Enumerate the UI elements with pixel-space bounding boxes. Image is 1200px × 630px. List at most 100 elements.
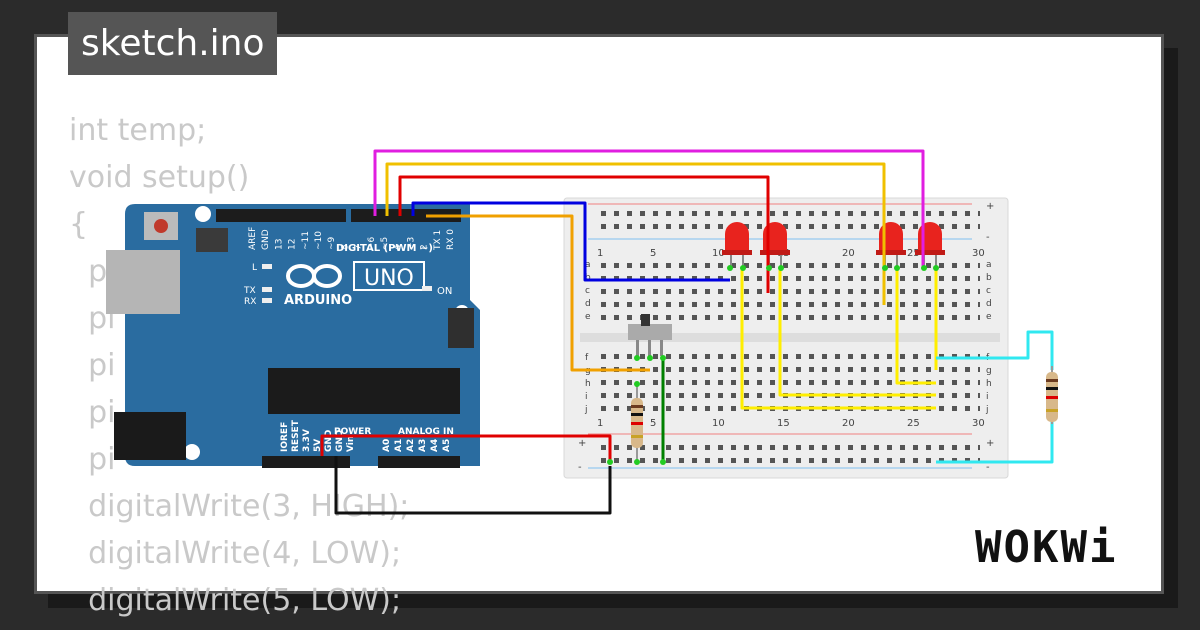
on-led-label: ON <box>437 286 452 297</box>
row-letter: e <box>585 312 591 322</box>
column-number: 30 <box>972 418 985 429</box>
top-pin-label: 12 <box>288 239 298 250</box>
rail-minus-label: - <box>986 462 990 473</box>
code-line: void setup() <box>69 160 250 195</box>
top-pin-label: ~10 <box>314 231 324 250</box>
analog-header <box>378 456 460 468</box>
analog-in-label: ANALOG IN <box>398 427 454 437</box>
bottom-pin-label: A3 <box>418 439 428 452</box>
column-number: 30 <box>972 248 985 259</box>
uno-badge <box>353 261 425 291</box>
row-letter: f <box>585 353 589 363</box>
sketch-title: sketch.ino <box>68 12 278 75</box>
top-pin-label: 2 <box>420 244 430 250</box>
bottom-pin-label: A2 <box>406 439 416 452</box>
column-number: 20 <box>842 248 855 259</box>
wire-red-power[interactable] <box>320 434 612 464</box>
top-pin-label: RX 0 <box>446 229 456 250</box>
digital-header-left <box>216 209 346 222</box>
rail-plus-label: + <box>986 201 994 212</box>
column-number: 1 <box>597 418 603 429</box>
bottom-pin-label: IOREF <box>280 422 290 452</box>
bottom-pin-label: A1 <box>394 439 404 452</box>
slide-switch[interactable] <box>628 314 672 356</box>
wire-black-ground[interactable] <box>334 456 612 515</box>
bottom-pin-label: 5V <box>313 439 323 452</box>
arduino-logo <box>286 264 342 288</box>
row-letter: i <box>585 392 588 402</box>
wire-cyan-bottom[interactable] <box>936 420 1054 464</box>
column-number: 15 <box>777 418 790 429</box>
row-letter: b <box>585 273 591 283</box>
code-line: digitalWrite(4, LOW); <box>69 536 402 571</box>
wire-red-top[interactable] <box>398 175 770 293</box>
column-number: 25 <box>907 248 920 259</box>
code-line: digitalWrite(5, LOW); <box>69 583 402 618</box>
row-letter: j <box>584 405 588 415</box>
wire-yellow-top[interactable] <box>385 162 886 305</box>
wire-magenta[interactable] <box>373 149 925 268</box>
bottom-pin-label: A4 <box>430 439 440 452</box>
power-jack <box>114 412 186 460</box>
column-number: 10 <box>712 418 725 429</box>
top-pin-label: ~9 <box>327 236 337 250</box>
row-letter: b <box>986 273 992 283</box>
top-pin-label: AREF <box>248 227 258 250</box>
rail-plus-label: + <box>578 438 586 449</box>
column-number: 10 <box>712 248 725 259</box>
top-pin-label: 7 <box>354 244 364 250</box>
arduino-brand-text: ARDUINO <box>284 293 352 308</box>
code-line: pi <box>69 348 116 383</box>
wire-blue[interactable] <box>411 201 730 282</box>
top-pin-label: 13 <box>274 239 284 250</box>
row-letter: g <box>986 366 992 376</box>
row-letter: c <box>986 286 991 296</box>
usb-connector <box>106 250 180 314</box>
power-header <box>262 456 350 468</box>
l-led-label: L <box>252 263 257 273</box>
resistor-external[interactable] <box>1046 366 1058 424</box>
rail-minus-label: - <box>986 232 990 243</box>
bottom-pin-label: 3.3V <box>302 429 312 452</box>
rail-plus-label: + <box>986 438 994 449</box>
code-line: { <box>69 207 89 242</box>
wire-cyan-top[interactable] <box>936 330 1054 370</box>
column-number: 20 <box>842 418 855 429</box>
column-number: 5 <box>650 248 656 259</box>
microcontroller-chip <box>268 368 460 414</box>
top-pin-label: ~6 <box>367 236 377 250</box>
bottom-pin-label: GND <box>324 430 334 452</box>
bottom-pin-label: A0 <box>382 439 392 452</box>
row-letter: j <box>985 405 989 415</box>
bottom-pin-label: A5 <box>442 439 452 452</box>
bottom-pin-label: GND <box>335 430 345 452</box>
resistor-breadboard[interactable] <box>631 382 643 462</box>
code-line: digitalWrite(3, HIGH); <box>69 489 410 524</box>
rx-led-label: RX <box>244 297 256 307</box>
code-line: int temp; <box>69 113 207 148</box>
code-line: pi <box>69 395 116 430</box>
wire-yellow-led2[interactable] <box>778 268 936 397</box>
row-letter: a <box>585 260 591 270</box>
bottom-pin-label: RESET <box>291 419 301 452</box>
row-letter: h <box>986 379 992 389</box>
wire-yellow-led1[interactable] <box>740 268 936 410</box>
top-pin-label: 8 <box>340 244 350 250</box>
column-number: 1 <box>597 248 603 259</box>
uno-label: UNO <box>364 266 414 291</box>
row-letter: c <box>585 286 590 296</box>
wokwi-logo: WOKWi <box>975 522 1118 573</box>
top-pin-label: ~11 <box>301 231 311 250</box>
wires <box>320 149 1054 515</box>
row-letter: i <box>986 392 989 402</box>
top-pin-label: 4 <box>393 244 403 250</box>
bottom-pin-label: Vin <box>346 436 356 452</box>
code-listing: int temp;void setup(){ pi pi pi pi pi di… <box>69 107 409 624</box>
wire-yellow-led3[interactable] <box>895 268 936 385</box>
row-letter: e <box>986 312 992 322</box>
wire-orange[interactable] <box>426 214 650 372</box>
tx-led-label: TX <box>243 286 256 296</box>
top-pin-label: TX 1 <box>433 230 443 251</box>
